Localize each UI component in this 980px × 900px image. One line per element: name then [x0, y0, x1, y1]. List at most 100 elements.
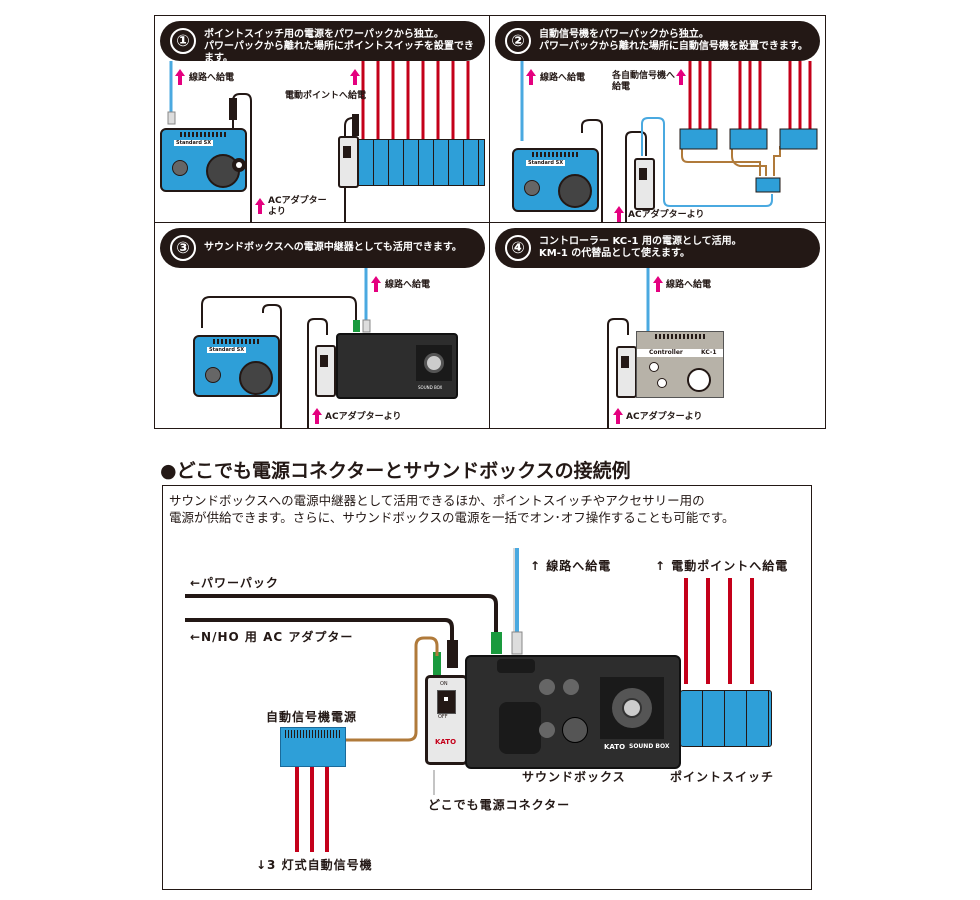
panel-number: ① — [170, 28, 196, 54]
kato-logo: KATO — [435, 738, 457, 746]
ac-cable — [581, 119, 603, 223]
dc-plug — [229, 98, 237, 120]
ac-adapter-label: ACアダプターより — [325, 412, 402, 422]
signal-feed-label: 給電 — [612, 82, 631, 92]
sound-box: KATO SOUND BOX — [465, 655, 681, 769]
direction-switch[interactable] — [649, 362, 659, 372]
up-arrow-icon — [371, 276, 381, 292]
direction-lever[interactable] — [205, 367, 221, 383]
banner-line: サウンドボックスへの電源中継器としても活用できます。 — [204, 242, 462, 253]
button-group — [499, 702, 541, 754]
ac-cable — [607, 318, 629, 428]
power-switch[interactable] — [621, 356, 629, 368]
sync-button[interactable] — [563, 679, 579, 695]
soundbox-logo: SOUND BOX — [629, 743, 670, 750]
power-switch[interactable] — [320, 355, 328, 367]
power-pack: Standard SX — [160, 128, 247, 192]
panel-4-banner: ④ コントローラー KC-1 用の電源として活用。 KM-1 の代替品として使え… — [495, 228, 820, 268]
track-feed-label: 線路へ給電 — [666, 280, 712, 290]
controller-brand: Controller — [649, 349, 683, 356]
signal-unit — [679, 128, 718, 150]
banner-line: コントローラー KC-1 用の電源として活用。 — [539, 236, 742, 247]
up-arrow-icon — [526, 69, 536, 85]
start-button[interactable] — [539, 679, 555, 695]
power-connector — [315, 345, 336, 397]
blue-cable — [641, 117, 773, 207]
switch-off-label: OFF — [438, 714, 448, 720]
point-switch-label: ポイントスイッチ — [670, 770, 775, 784]
panel-number: ④ — [505, 235, 531, 261]
signal-splitter — [755, 177, 781, 193]
panel-3-wiring — [201, 268, 371, 428]
powerpack-cable — [201, 296, 357, 328]
direction-lever[interactable] — [524, 180, 540, 196]
signal-power-unit — [280, 727, 346, 767]
ac-adapter-label: ACアダプターより — [626, 412, 703, 422]
up-arrow-icon — [613, 408, 623, 424]
soundbox-label: SOUND BOX — [418, 385, 443, 390]
signal-feed-label: 各自動信号機へ — [612, 71, 676, 81]
panel-1-wiring — [167, 61, 470, 223]
track-feed-label: ↑ 線路へ給電 — [530, 559, 612, 573]
direction-lever[interactable] — [172, 160, 188, 176]
banner-line: 自動信号機をパワーパックから独立。 — [539, 29, 709, 40]
speed-knob[interactable] — [558, 174, 592, 208]
track-feed-label: 線路へ給電 — [540, 73, 586, 83]
banner-line: ポイントスイッチ用の電源をパワーパックから独立。 — [204, 29, 444, 40]
up-arrow-icon — [614, 206, 624, 222]
switch-on-label: ON — [440, 681, 448, 687]
up-arrow-icon — [255, 198, 265, 214]
panel-2-wiring — [520, 61, 818, 223]
track-feed-label: 線路へ給電 — [189, 73, 235, 83]
volume-knob[interactable] — [562, 717, 588, 743]
point-switch-bank — [680, 690, 772, 747]
direction-switch[interactable] — [657, 378, 667, 388]
ac-adapter-from-label: より — [268, 207, 286, 217]
sound-box-label: サウンドボックス — [522, 770, 626, 784]
controller-knob[interactable] — [687, 368, 711, 392]
ac-adapter-label: ←N/HO 用 AC アダプター — [190, 630, 354, 644]
panel-number: ② — [505, 28, 531, 54]
kato-logo: KATO — [604, 743, 626, 751]
ac-adapter-label: ACアダプター — [268, 196, 327, 206]
signal-unit — [729, 128, 768, 150]
panel-4-wiring — [607, 268, 650, 428]
power-switch[interactable] — [639, 168, 647, 180]
powerpack-brand: Standard SX — [174, 140, 214, 146]
up-arrow-icon — [653, 276, 663, 292]
track-feed-label: 線路へ給電 — [385, 280, 431, 290]
panel-1-banner: ① ポイントスイッチ用の電源をパワーパックから独立。 パワーパックから離れた場所… — [160, 21, 485, 64]
power-connector: ON OFF KATO — [425, 675, 468, 765]
joystick[interactable] — [600, 677, 664, 739]
powerpack-brand: Standard SX — [207, 347, 247, 353]
plug — [167, 111, 176, 125]
up-arrow-icon — [312, 408, 322, 424]
power-pack: Standard SX — [193, 335, 280, 397]
controller-kc1: Controller KC-1 — [636, 331, 724, 398]
speed-knob[interactable] — [239, 361, 273, 395]
ac-cable — [625, 131, 647, 223]
mic-button[interactable] — [539, 722, 555, 738]
ac-cable — [262, 304, 282, 428]
powerpack-brand: Standard SX — [526, 160, 566, 166]
controller-model: KC-1 — [701, 349, 717, 356]
up-arrow-icon — [350, 69, 360, 85]
power-switch[interactable] — [343, 146, 351, 158]
panel-3-banner: ③ サウンドボックスへの電源中継器としても活用できます。 — [160, 228, 485, 268]
connector-label: どこでも電源コネクター — [428, 798, 571, 812]
signal-unit — [779, 128, 818, 150]
sound-box: SOUND BOX — [336, 333, 458, 399]
power-switch[interactable] — [437, 690, 456, 714]
powerpack-label: ←パワーパック — [190, 576, 279, 590]
panel-4: ④ コントローラー KC-1 用の電源として活用。 KM-1 の代替品として使え… — [489, 222, 826, 429]
ac-adapter-cable — [185, 618, 454, 645]
brown-wires — [681, 146, 781, 176]
ac-adapter-label: ACアダプターより — [628, 210, 705, 220]
section-title: ●どこでも電源コネクターとサウンドボックスの接続例 — [160, 460, 631, 482]
banner-line: KM-1 の代替品として使えます。 — [539, 248, 690, 259]
point-feed-label: 電動ポイントへ給電 — [285, 91, 367, 101]
signal-brown-cable — [346, 636, 439, 742]
description-line: サウンドボックスへの電源中継器として活用できるほか、ポイントスイッチやアクセサリ… — [169, 493, 705, 508]
signal-power-label: 自動信号機電源 — [266, 710, 358, 724]
